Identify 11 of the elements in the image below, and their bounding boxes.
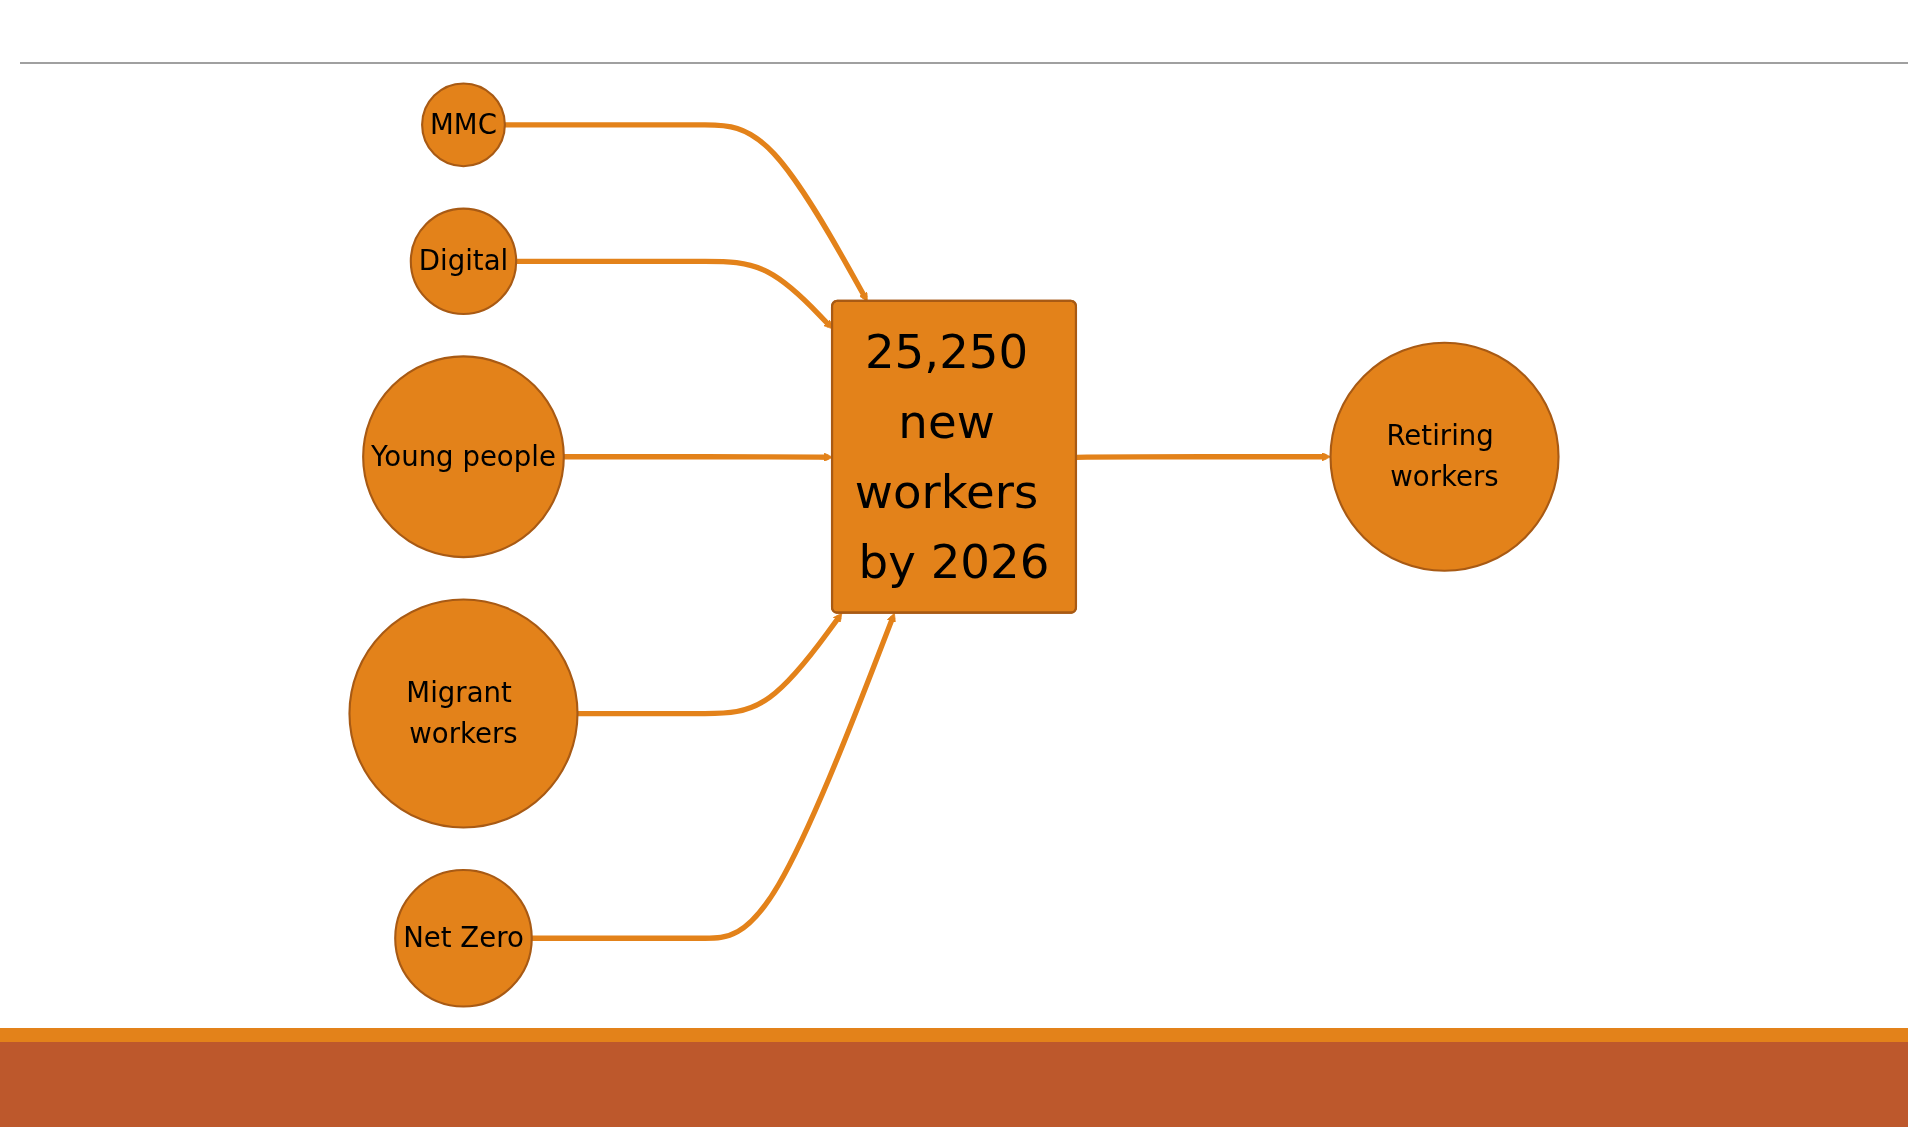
arrow xyxy=(516,258,833,330)
node-circle: Net Zero xyxy=(394,868,533,1008)
arrow xyxy=(563,452,833,462)
node-circle: MMC xyxy=(421,82,506,168)
arrow xyxy=(531,612,896,941)
node-circle: Migrant workers xyxy=(348,598,579,829)
arrow xyxy=(577,612,843,717)
node-circle: Young people xyxy=(362,355,565,559)
node-circle: Retiring workers xyxy=(1329,341,1560,572)
node-circle: Digital xyxy=(409,207,518,316)
arrow xyxy=(1076,452,1331,462)
